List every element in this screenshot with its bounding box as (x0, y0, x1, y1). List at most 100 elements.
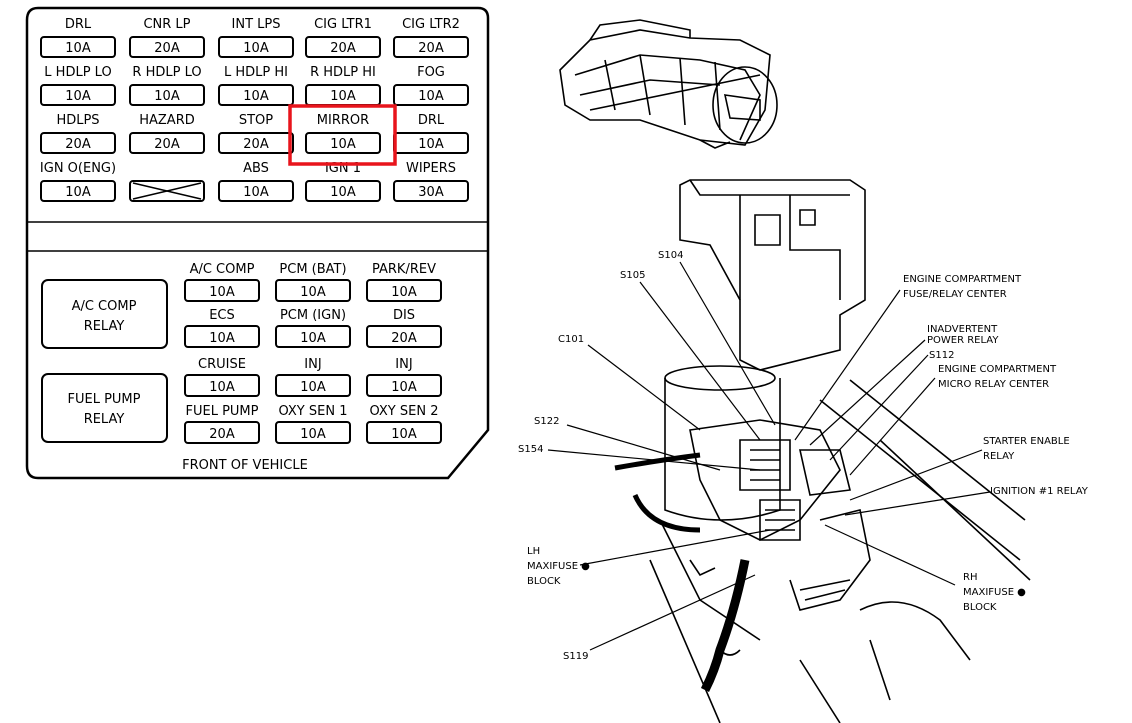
micro-relay-center-label-1: ENGINE COMPARTMENT (938, 364, 1057, 375)
fuse-rating: 20A (209, 427, 235, 442)
fuse-name: OXY SEN 2 (370, 404, 439, 419)
fuse-rating: 10A (65, 41, 91, 56)
inadvertent-relay-label-2: POWER RELAY (927, 335, 999, 346)
s154-label: S154 (518, 444, 543, 455)
fuse-rating: 10A (418, 89, 444, 104)
fuse-rating: 10A (391, 380, 417, 395)
fuse-rating: 20A (154, 137, 180, 152)
fuse-rating: 20A (243, 137, 269, 152)
fuse-name: L HDLP HI (224, 65, 288, 80)
fuse-rating: 10A (209, 331, 235, 346)
fuse-name: DRL (65, 17, 92, 32)
fuse-name: CNR LP (143, 17, 190, 32)
car-body-sketch (559, 19, 778, 149)
s112-label: S112 (929, 350, 954, 361)
fuse-rating: 20A (418, 41, 444, 56)
starter-relay-label-1: STARTER ENABLE (983, 436, 1070, 447)
fuse-rating: 10A (330, 89, 356, 104)
fuse-rating: 20A (391, 331, 417, 346)
fuse-cig-ltr1: CIG LTR1 20A (305, 17, 381, 58)
fuse-name: OXY SEN 1 (279, 404, 348, 419)
fuse-rating: 10A (65, 185, 91, 200)
fuse-name: STOP (239, 113, 273, 128)
fuse-rating: 10A (209, 285, 235, 300)
fuse-rating: 10A (154, 89, 180, 104)
fuse-dis: DIS 20A (366, 308, 442, 348)
highlight-box (288, 104, 397, 166)
fuse-name: INT LPS (232, 17, 281, 32)
engine-compartment-sketch (614, 179, 1031, 723)
fuse-rating: 10A (300, 427, 326, 442)
fuse-name: WIPERS (406, 161, 456, 176)
fuse-int-lps: INT LPS 10A (218, 17, 294, 58)
fuse-name: FOG (417, 65, 445, 80)
fuse-rating: 10A (243, 41, 269, 56)
fuse-rating: 20A (154, 41, 180, 56)
starter-relay-label-2: RELAY (983, 451, 1015, 462)
fuse-name: PARK/REV (372, 262, 436, 277)
fuse-oxy-sen-1: OXY SEN 1 10A (275, 404, 351, 444)
fuse-name: L HDLP LO (44, 65, 111, 80)
fuse-rating: 10A (330, 137, 356, 152)
fuse-name: PCM (BAT) (279, 262, 346, 277)
s104-label: S104 (658, 250, 683, 261)
fuse-abs: ABS 10A (218, 161, 294, 202)
callout-lines (547, 261, 991, 651)
fuse-name: DRL (418, 113, 445, 128)
fuse-name: CRUISE (198, 357, 246, 372)
fuse-block (25, 6, 490, 480)
inadvertent-relay-label-1: INADVERTENT (927, 324, 998, 335)
callout-labels: S104 S105 C101 S122 S154 LH MAXIFUSE ● B… (518, 250, 1089, 662)
rh-maxifuse-label-1: RH (963, 572, 977, 583)
fuse-name: A/C COMP (190, 262, 255, 277)
rh-maxifuse-label-2: MAXIFUSE ● (963, 587, 1026, 598)
fuse-drl: DRL 10A (40, 17, 116, 58)
lh-maxifuse-label-2: MAXIFUSE ● (527, 561, 590, 572)
fuse-cnr-lp: CNR LP 20A (129, 17, 205, 58)
fuse-name: R HDLP LO (132, 65, 201, 80)
fuse-name: CIG LTR1 (314, 17, 372, 32)
fuse-oxy-sen-2: OXY SEN 2 10A (366, 404, 442, 444)
fuse-rating: 10A (391, 285, 417, 300)
fuse-ign-o-eng: IGN O(ENG)10A (40, 161, 116, 202)
fuse-name: INJ (304, 357, 321, 372)
engine-fuse-center-label-2: FUSE/RELAY CENTER (903, 289, 1007, 300)
fuse-fog: FOG 10A (393, 65, 469, 106)
fuse-name: HAZARD (139, 113, 195, 128)
ignition-relay-label: IGNITION #1 RELAY (990, 486, 1089, 497)
fuse-wipers: WIPERS 30A (393, 161, 469, 202)
fuse-rating: 10A (330, 185, 356, 200)
fuse-rating: 10A (391, 427, 417, 442)
fuse-pcm-bat: PCM (BAT)10A (275, 262, 351, 302)
c101-label: C101 (558, 334, 584, 345)
fuse-blank (129, 180, 205, 202)
fuse-rating: 10A (300, 331, 326, 346)
fuse-name: DIS (393, 308, 415, 323)
rh-maxifuse-label-3: BLOCK (963, 602, 997, 613)
fuse-r-hdlp-lo: R HDLP LO 10A (129, 65, 205, 106)
fuse-rating: 30A (418, 185, 444, 200)
fuse-pcm-ign: PCM (IGN)10A (275, 308, 351, 348)
fuse-rating: 20A (330, 41, 356, 56)
s105-label: S105 (620, 270, 645, 281)
fuse-name: HDLPS (56, 113, 99, 128)
fuse-name: INJ (395, 357, 412, 372)
fuse-rating: 10A (243, 185, 269, 200)
fuse-name: ABS (243, 161, 269, 176)
